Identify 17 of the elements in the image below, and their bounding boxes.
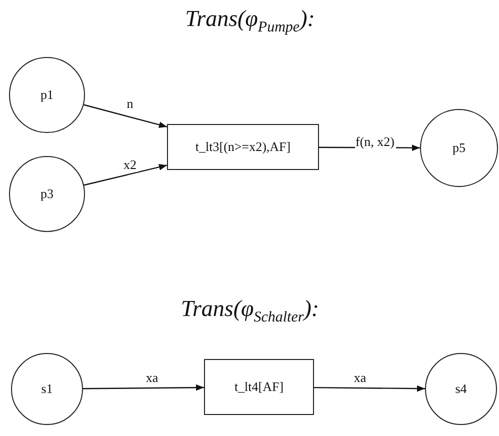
place-label: s4 bbox=[455, 381, 467, 397]
arrow bbox=[83, 384, 204, 391]
edge-label: f(n, x2) bbox=[354, 135, 396, 150]
transition-label: t_lt4[AF] bbox=[234, 379, 284, 395]
transition-label: t_lt3[(n>=x2),AF] bbox=[195, 139, 291, 155]
arrow bbox=[84, 104, 168, 128]
place-label: p5 bbox=[452, 140, 466, 156]
edge-label: x2 bbox=[122, 158, 138, 172]
arrow bbox=[84, 164, 168, 186]
transition-box bbox=[204, 359, 314, 415]
place-label: p3 bbox=[40, 186, 54, 202]
arrow bbox=[314, 385, 425, 392]
heading: Trans(φ$_{Pumpe}$): bbox=[185, 6, 315, 37]
heading: Trans(φ$_{Schalter}$): bbox=[180, 296, 320, 327]
place-label: s1 bbox=[41, 381, 53, 397]
place-label: p1 bbox=[40, 87, 54, 103]
transition-box bbox=[167, 124, 319, 170]
